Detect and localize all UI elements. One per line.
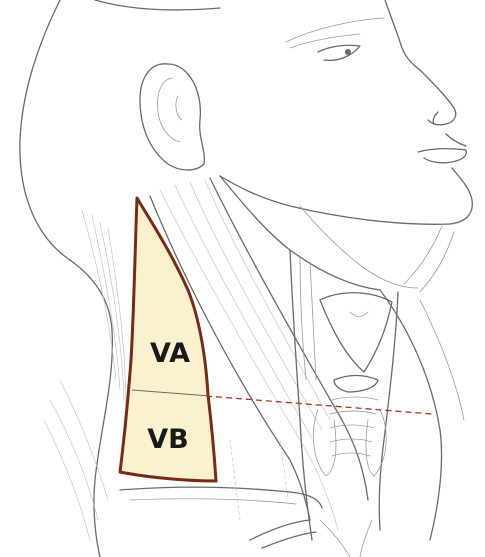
region-label-vb: VB — [147, 424, 188, 455]
neck-sketch — [44, 176, 464, 557]
dashed-reference-line — [206, 396, 432, 414]
region-label-va: VA — [150, 338, 190, 369]
head-sketch — [20, 0, 472, 557]
